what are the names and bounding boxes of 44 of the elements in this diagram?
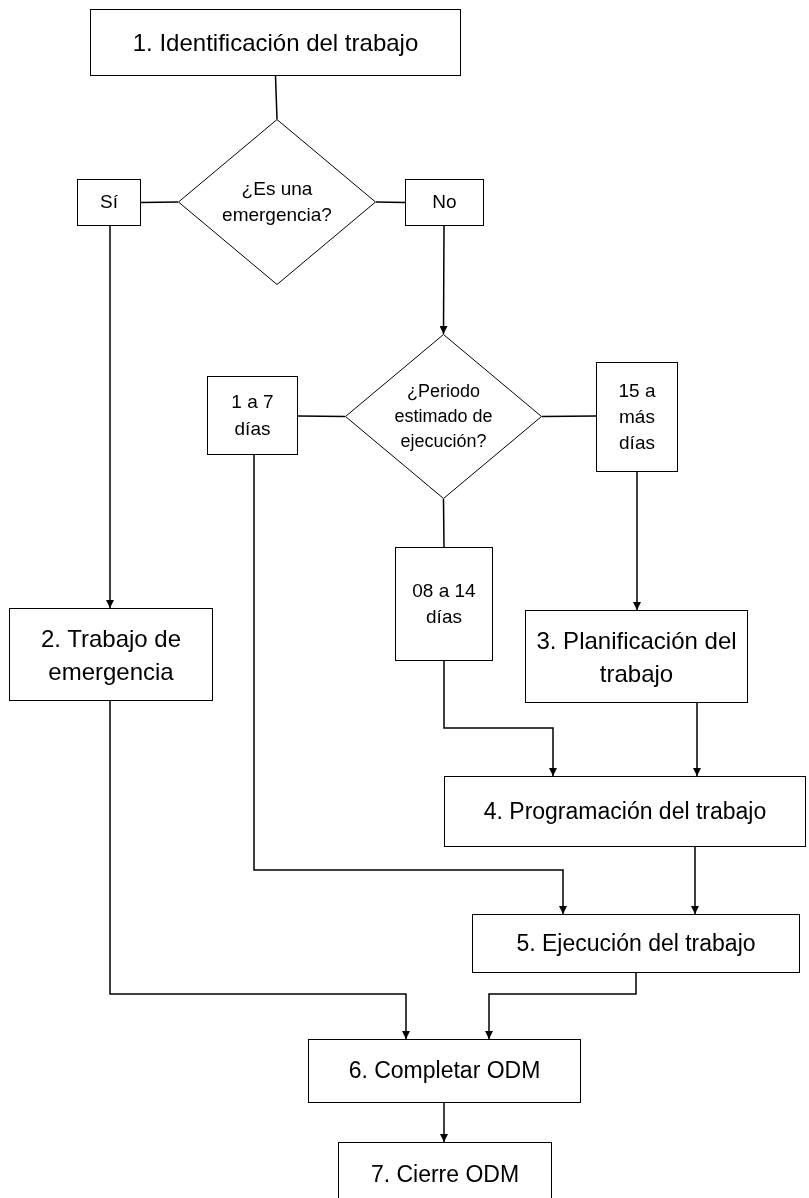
answer-box: [77, 179, 141, 226]
arrow: [439, 225, 448, 335]
node-label: 4. Programación del trabajo: [482, 796, 768, 826]
decision-diamond: [178, 119, 376, 285]
arrow: [109, 700, 410, 1040]
node-label: ¿Es una emergencia?: [221, 176, 333, 227]
connector-line: [442, 498, 445, 548]
node-label: 7. Cierre ODM: [369, 1160, 521, 1190]
node-label: 1. Identificación del trabajo: [131, 28, 420, 58]
node-label: 3. Planificación del trabajo: [535, 625, 738, 689]
process-box: [525, 610, 748, 703]
option-box: [596, 362, 678, 472]
process-box: [90, 9, 461, 76]
process-box: [338, 1142, 552, 1198]
process-box: [444, 776, 806, 847]
answer-box: [405, 179, 484, 226]
process-box: [308, 1039, 581, 1103]
node-label: 08 a 14 días: [411, 578, 477, 629]
arrow: [443, 660, 557, 777]
node-label: No: [431, 190, 458, 215]
connector-line: [297, 415, 346, 418]
arrow: [106, 225, 114, 609]
arrow: [253, 454, 567, 915]
process-box: [9, 608, 213, 701]
node-label: 15 a más días: [617, 378, 657, 456]
node-label: ¿Periodo estimado de ejecución?: [393, 380, 494, 453]
connector-line: [375, 201, 406, 204]
node-label: 1 a 7 días: [230, 390, 275, 441]
node-label: Sí: [99, 190, 119, 215]
arrow: [691, 846, 699, 915]
connector-line: [140, 201, 179, 204]
node-label: 2. Trabajo de emergencia: [39, 623, 183, 687]
arrow: [633, 471, 641, 611]
connector-line: [541, 415, 597, 418]
decision-diamond: [345, 334, 542, 499]
option-box: [395, 547, 493, 661]
node-label: 5. Ejecución del trabajo: [515, 928, 757, 958]
node-label: 6. Completar ODM: [347, 1056, 542, 1086]
process-box: [472, 914, 800, 973]
arrow: [693, 702, 701, 777]
arrow: [440, 1102, 448, 1143]
arrow: [485, 972, 637, 1040]
connector-line: [274, 75, 278, 120]
option-box: [207, 376, 298, 455]
